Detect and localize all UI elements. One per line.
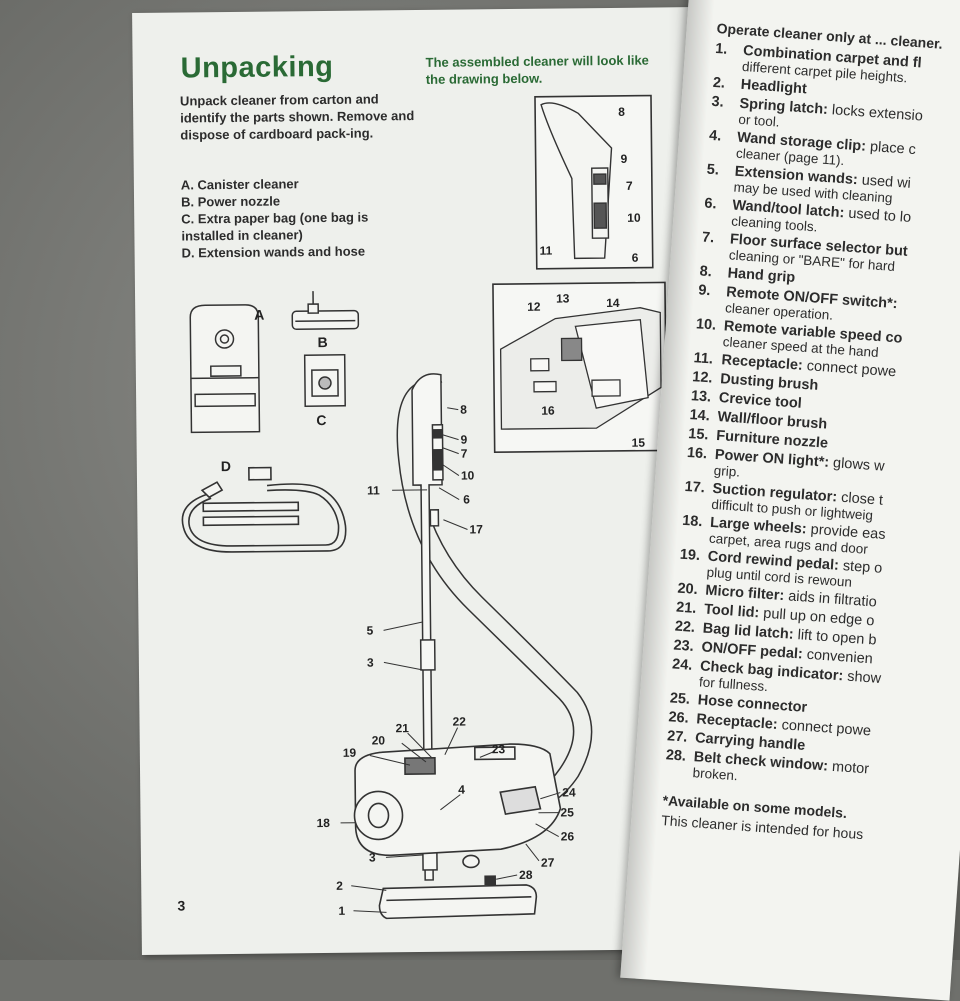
item-number: 25.	[669, 691, 698, 708]
item-number: 7.	[702, 230, 731, 247]
svg-text:25: 25	[560, 805, 574, 819]
item-number: 9.	[698, 283, 727, 300]
item-name: Receptacle:	[696, 711, 778, 733]
item-number: 4.	[709, 129, 738, 146]
item-number: 13.	[690, 389, 719, 406]
item-number: 15.	[688, 427, 717, 444]
item-number: 2.	[712, 76, 741, 93]
features-section: Operate cleaner only at ... cleaner. 1.C…	[661, 20, 960, 850]
item-name: Receptacle:	[721, 352, 803, 374]
svg-text:11: 11	[367, 483, 380, 497]
parts-diagram: A B C D	[132, 7, 708, 955]
svg-text:16: 16	[541, 404, 555, 418]
item-number: 26.	[668, 710, 697, 727]
item-number: 21.	[676, 601, 705, 618]
item-number: 24.	[672, 657, 701, 674]
item-description: lift to open b	[793, 627, 877, 649]
item-number: 5.	[706, 163, 735, 180]
item-number: 12.	[692, 370, 721, 387]
diagram-letter-d: D	[221, 458, 231, 474]
diagram-letter-c: C	[316, 412, 326, 428]
item-name: Crevice tool	[718, 390, 802, 412]
svg-text:18: 18	[317, 816, 331, 830]
svg-text:22: 22	[452, 715, 466, 729]
item-number: 20.	[677, 582, 706, 599]
left-page: Unpacking Unpack cleaner from carton and…	[132, 7, 708, 955]
diagram-letter-a: A	[254, 307, 264, 323]
svg-text:6: 6	[632, 251, 639, 265]
item-number: 28.	[665, 748, 694, 765]
svg-text:21: 21	[396, 721, 410, 735]
svg-text:10: 10	[627, 211, 641, 225]
svg-text:7: 7	[626, 179, 633, 193]
item-number: 10.	[695, 317, 724, 334]
item-description: show	[843, 668, 882, 687]
item-name: Micro filter:	[705, 583, 785, 604]
svg-text:5: 5	[366, 623, 373, 637]
item-name: Headlight	[740, 77, 807, 98]
item-name: Hand grip	[727, 265, 796, 286]
item-number: 17.	[684, 480, 713, 497]
item-number: 14.	[689, 408, 718, 425]
svg-text:14: 14	[606, 296, 620, 310]
svg-text:15: 15	[632, 436, 646, 450]
item-number: 6.	[704, 197, 733, 214]
svg-text:28: 28	[519, 868, 533, 882]
svg-text:1: 1	[338, 904, 345, 918]
svg-text:3: 3	[369, 850, 376, 864]
page-number: 3	[177, 897, 185, 913]
item-number: 18.	[682, 514, 711, 531]
item-number: 23.	[673, 638, 702, 655]
item-name: Tool lid:	[704, 602, 760, 622]
svg-text:6: 6	[463, 492, 470, 506]
diagram-letter-b: B	[317, 334, 327, 350]
svg-text:3: 3	[367, 655, 374, 669]
svg-text:27: 27	[541, 856, 555, 870]
svg-text:9: 9	[621, 152, 628, 166]
item-number: 8.	[699, 264, 728, 281]
svg-text:4: 4	[458, 783, 465, 797]
item-number: 22.	[674, 620, 703, 637]
item-number: 11.	[693, 351, 722, 368]
svg-text:10: 10	[461, 468, 475, 482]
item-number: 3.	[711, 95, 740, 112]
svg-text:11: 11	[540, 244, 553, 258]
svg-text:12: 12	[527, 300, 541, 314]
svg-text:9: 9	[460, 433, 467, 447]
svg-text:8: 8	[618, 105, 625, 119]
svg-text:19: 19	[343, 746, 357, 760]
svg-text:2: 2	[336, 879, 343, 893]
item-description: place c	[865, 139, 916, 158]
item-number: 1.	[715, 42, 744, 59]
item-description: motor	[827, 759, 869, 778]
item-number: 16.	[686, 446, 715, 463]
item-number: 19.	[679, 548, 708, 565]
svg-text:26: 26	[561, 829, 575, 843]
svg-text:23: 23	[492, 742, 506, 756]
svg-text:17: 17	[469, 522, 483, 536]
svg-text:20: 20	[372, 733, 386, 747]
svg-text:24: 24	[562, 785, 576, 799]
svg-text:8: 8	[460, 403, 467, 417]
svg-text:7: 7	[461, 446, 468, 460]
svg-text:13: 13	[556, 291, 570, 305]
item-number: 27.	[667, 729, 696, 746]
item-description: convenien	[802, 647, 873, 668]
